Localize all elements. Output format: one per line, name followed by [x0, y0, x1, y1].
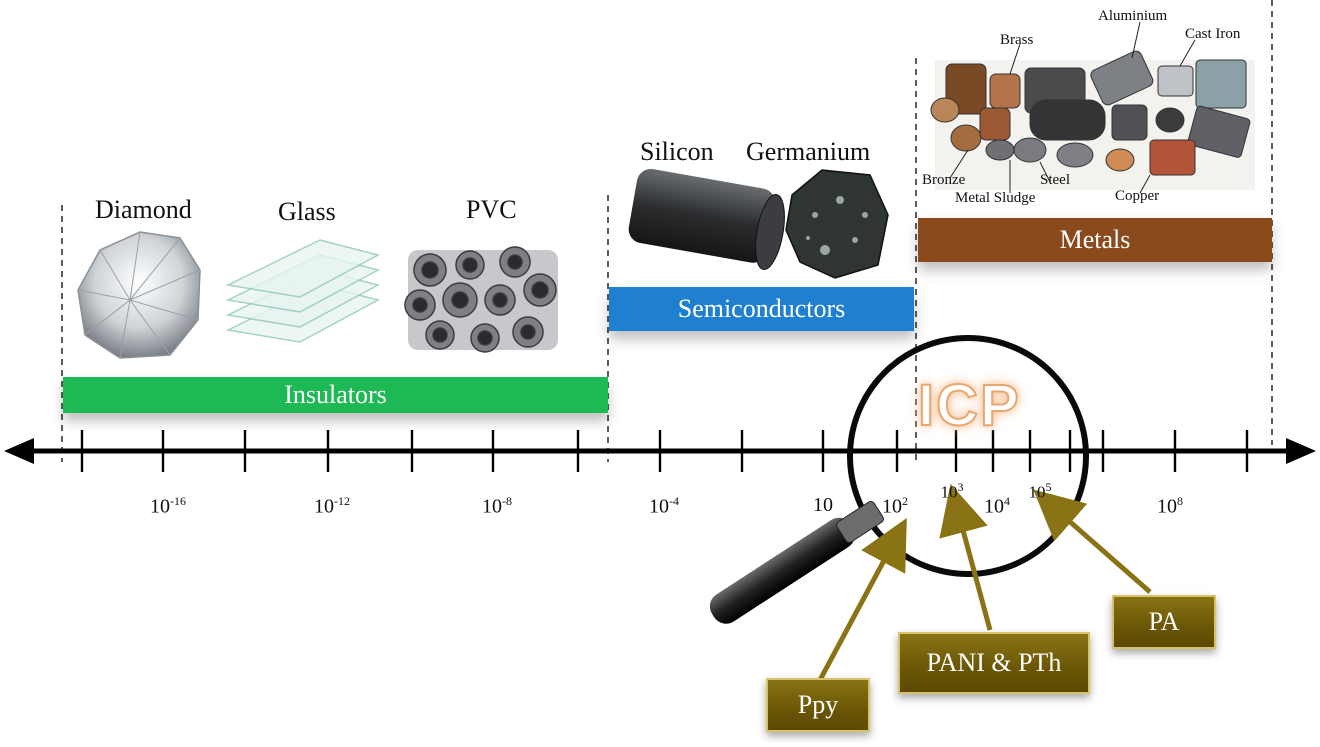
cast-iron-label: Cast Iron: [1185, 26, 1241, 42]
axis-left-arrow-icon: [4, 438, 34, 464]
glass-image: [225, 239, 381, 343]
germanium-image: [785, 169, 889, 279]
metal-sludge-label: Metal Sludge: [955, 190, 1036, 206]
ppy-arrow-icon: [817, 517, 907, 682]
tick-label-1e-4: 10-4: [649, 494, 679, 518]
separators: [61, 0, 1273, 462]
germanium-label: Germanium: [746, 137, 871, 166]
steel-label: Steel: [1040, 172, 1070, 188]
tick-label-1e4: 104: [984, 494, 1010, 518]
polymer-arrows: [817, 483, 1152, 682]
diamond-image: [77, 231, 201, 359]
metals-image: [930, 21, 1255, 194]
insulators-band: Insulators: [63, 377, 608, 413]
tick-label-1e8: 108: [1157, 494, 1183, 518]
pa-arrow-icon: [1033, 489, 1152, 594]
silicon-label: Silicon: [640, 137, 714, 166]
bronze-label: Bronze: [922, 172, 966, 188]
pani-pth-arrow-icon: [939, 483, 993, 631]
tick-label-1e-12: 10-12: [314, 494, 350, 518]
diamond-label: Diamond: [95, 195, 192, 224]
axis-ticks: [80, 430, 1249, 472]
aluminium-label: Aluminium: [1098, 8, 1168, 24]
tick-label-1e-8: 10-8: [482, 494, 512, 518]
tick-label-10: 10: [813, 494, 833, 516]
brass-label: Brass: [1000, 32, 1034, 48]
pvc-image: [404, 246, 558, 353]
pani-pth-box: PANI & PTh: [898, 632, 1090, 694]
semiconductors-band: Semiconductors: [609, 287, 914, 331]
icp-label: ICP: [917, 372, 1021, 439]
pa-box: PA: [1112, 595, 1216, 649]
pvc-label: PVC: [466, 195, 517, 224]
glass-label: Glass: [278, 197, 336, 226]
axis-right-arrow-icon: [1286, 438, 1316, 464]
silicon-image: [628, 168, 785, 270]
copper-label: Copper: [1115, 188, 1160, 204]
conductivity-axis: [4, 430, 1316, 472]
tick-label-1e-16: 10-16: [150, 494, 186, 518]
metals-band: Metals: [918, 218, 1272, 262]
ppy-box: Ppy: [766, 678, 870, 732]
tick-label-1e2: 102: [882, 494, 908, 518]
tick-label-1e3: 103: [940, 480, 964, 502]
tick-label-1e5: 105: [1028, 480, 1052, 502]
